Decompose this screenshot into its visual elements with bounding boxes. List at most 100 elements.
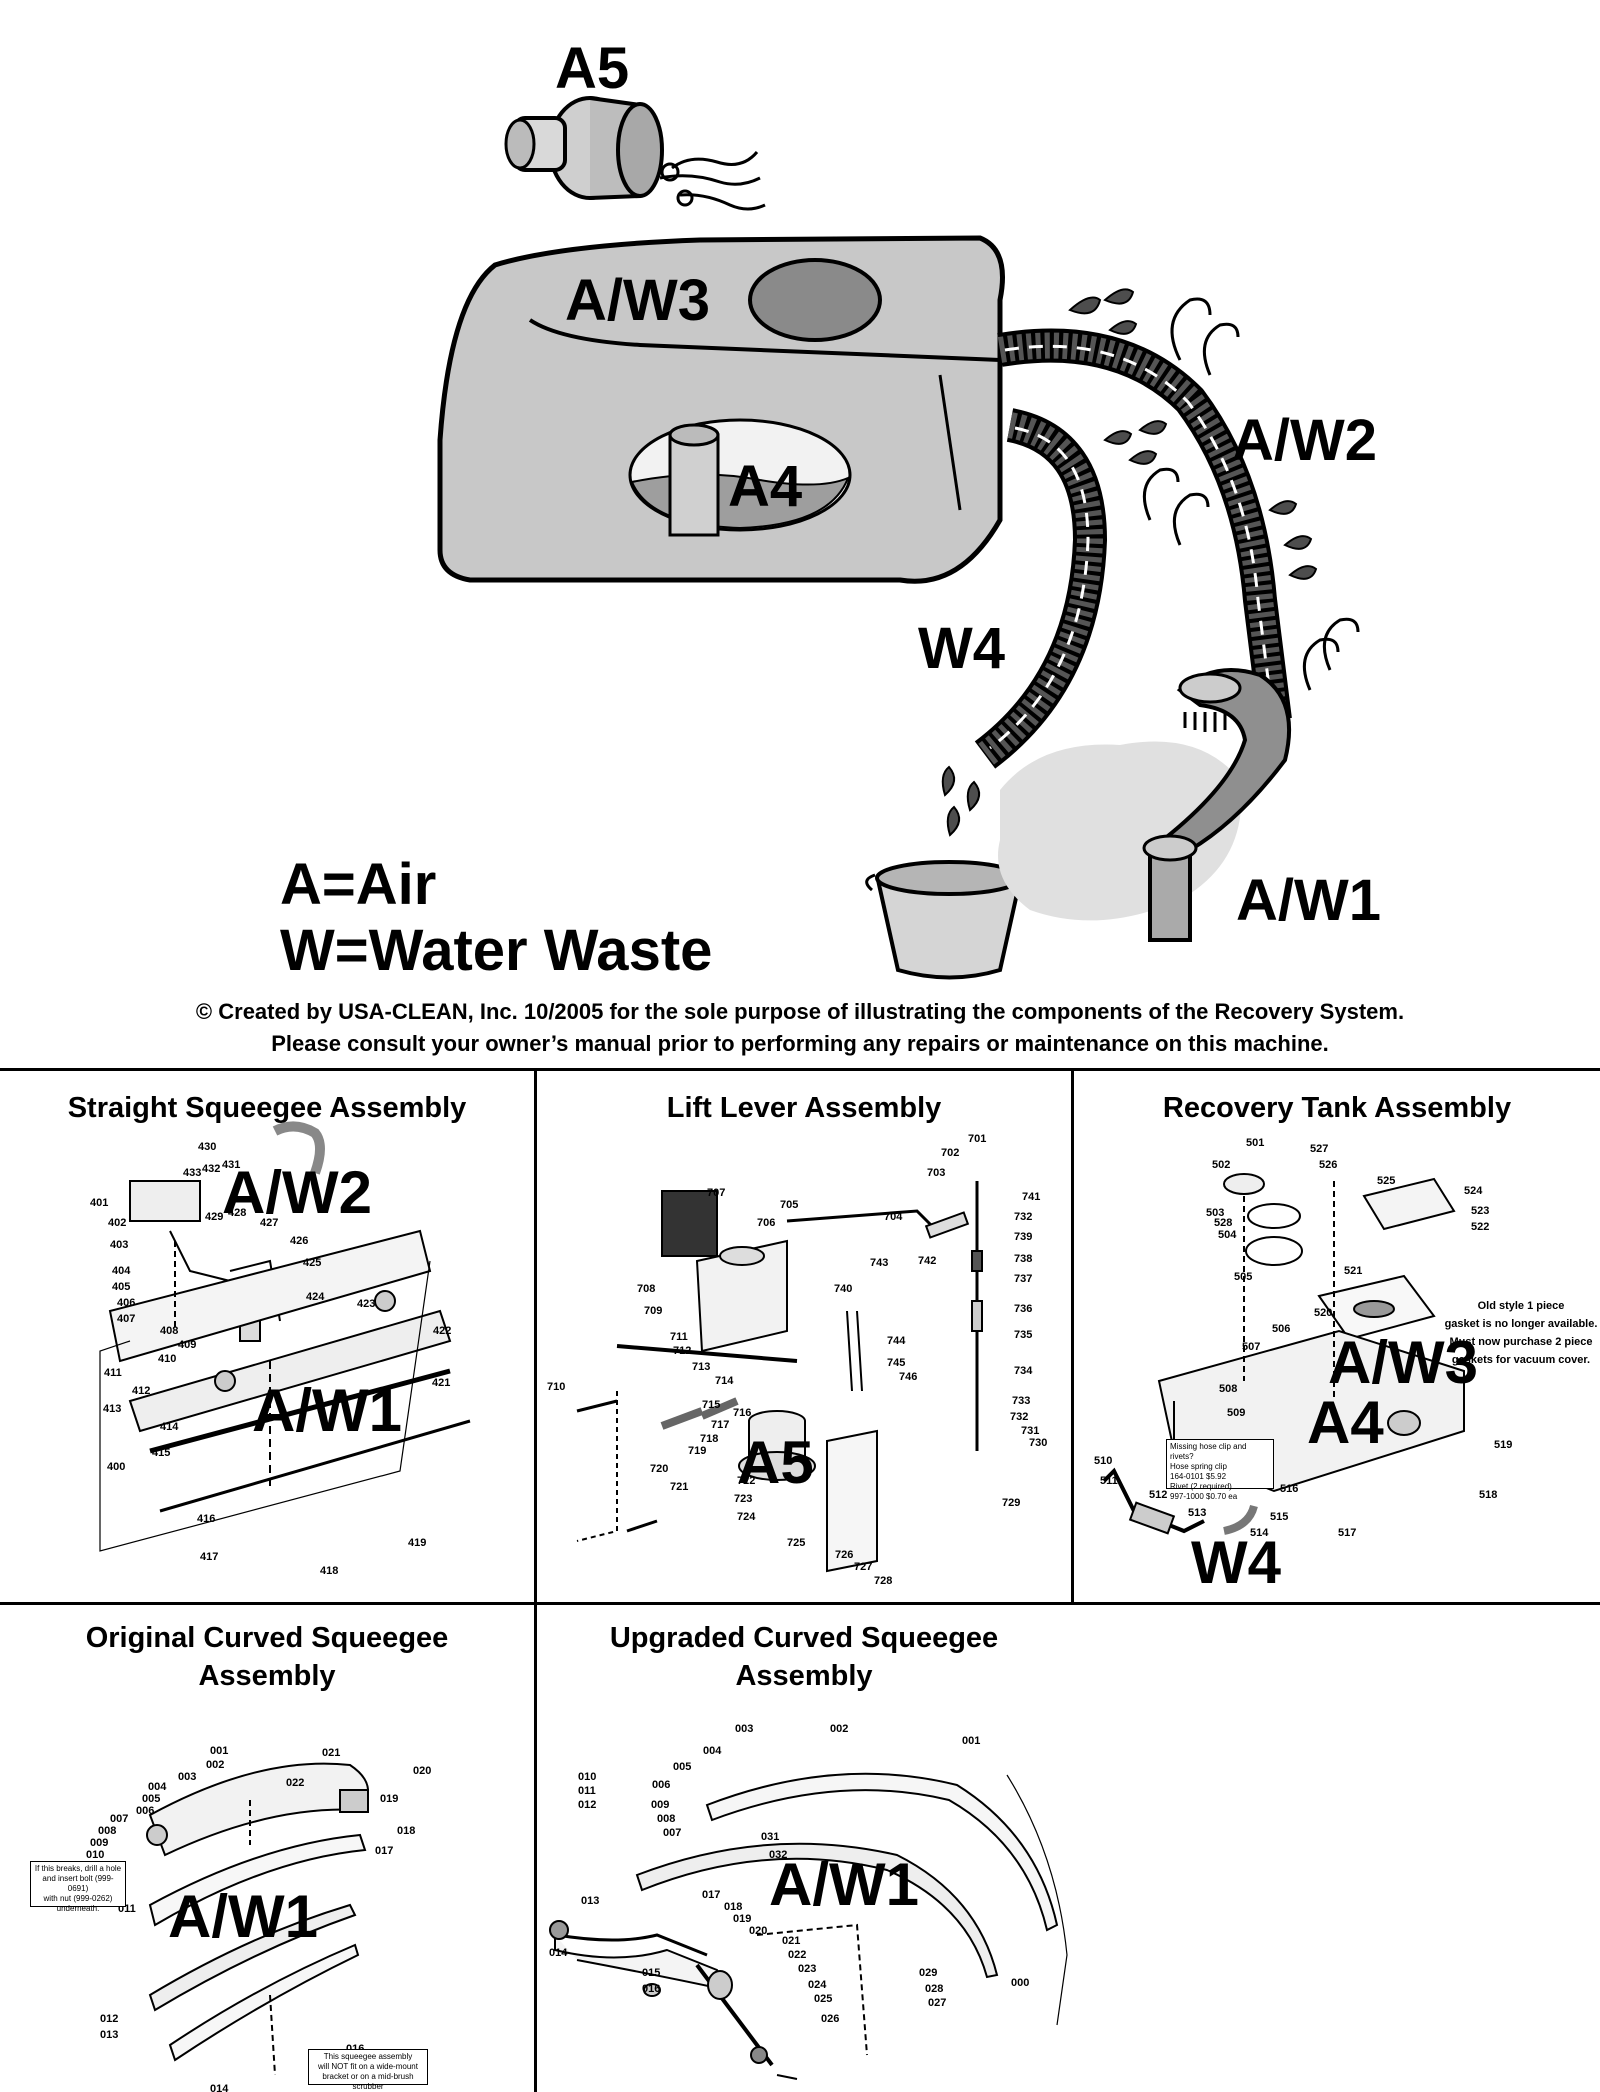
gasket-note: Old style 1 piece gasket is no longer av… xyxy=(1442,1297,1600,1369)
callout: 029 xyxy=(919,1967,938,1979)
callout: 418 xyxy=(320,1565,339,1577)
callout: 733 xyxy=(1012,1395,1031,1407)
callout: 431 xyxy=(222,1159,241,1171)
callout: 712 xyxy=(673,1345,692,1357)
callout: 031 xyxy=(761,1831,780,1843)
callout: 724 xyxy=(737,1511,756,1523)
callout: 725 xyxy=(787,1537,806,1549)
callout: 417 xyxy=(200,1551,219,1563)
panel-lift-lever: Lift Lever Assembly xyxy=(537,1071,1071,1602)
callout: 519 xyxy=(1494,1439,1513,1451)
callout: 011 xyxy=(578,1785,596,1797)
callout: 423 xyxy=(357,1298,376,1310)
fitment-note: This squeegee assembly will NOT fit on a… xyxy=(308,2049,428,2091)
callout: 426 xyxy=(290,1235,309,1247)
callout: 003 xyxy=(735,1723,754,1735)
callout: 401 xyxy=(90,1197,109,1209)
drill-hole-note: If this breaks, drill a hole and insert … xyxy=(30,1861,126,1913)
callout: 719 xyxy=(688,1445,707,1457)
callout: 740 xyxy=(834,1283,853,1295)
callout: 735 xyxy=(1014,1329,1033,1341)
callout: 000 xyxy=(1011,1977,1030,1989)
callout: 716 xyxy=(733,1407,752,1419)
label-a4: A4 xyxy=(728,454,803,519)
callout: 526 xyxy=(1319,1159,1338,1171)
callout: 746 xyxy=(899,1371,918,1383)
panel-label-aw2: A/W2 xyxy=(222,1159,372,1226)
panel-label-w4: W4 xyxy=(1191,1529,1281,1596)
note-line: Hose spring clip xyxy=(1170,1462,1227,1471)
callout: 019 xyxy=(380,1793,399,1805)
callout: 027 xyxy=(928,1997,947,2009)
note-line: Rivet (2 required) xyxy=(1170,1482,1232,1491)
callout: 723 xyxy=(734,1493,753,1505)
callout: 021 xyxy=(782,1935,801,1947)
legend-water: W=Water Waste xyxy=(280,918,713,983)
callout: 019 xyxy=(733,1913,752,1925)
callout: 722 xyxy=(737,1475,756,1487)
callout: 419 xyxy=(408,1537,427,1549)
panel-straight-squeegee: Straight Squeegee Assembly A/W2 A/W1 4 xyxy=(0,1071,534,1602)
callout: 028 xyxy=(925,1983,944,1995)
panel-title: Recovery Tank Assembly xyxy=(1162,1092,1512,1124)
callout: 004 xyxy=(148,1781,167,1793)
callout: 425 xyxy=(303,1257,322,1269)
callout: 503 xyxy=(1206,1207,1225,1219)
note-line: Must now purchase 2 piece xyxy=(1449,1336,1593,1348)
callout: 708 xyxy=(637,1283,656,1295)
callout: 405 xyxy=(112,1281,131,1293)
callout: 505 xyxy=(1234,1271,1253,1283)
callout: 527 xyxy=(1310,1143,1329,1155)
callout: 509 xyxy=(1227,1407,1246,1419)
legend: A=Air W=Water Waste xyxy=(280,852,712,984)
squeegee-aw1 xyxy=(1142,668,1292,942)
straight-squeegee-drawing xyxy=(99,1121,471,1552)
note-line: gaskets for vacuum cover. xyxy=(1451,1354,1591,1366)
note-line: and insert bolt (999-0691) xyxy=(42,1874,114,1893)
callout: 524 xyxy=(1464,1185,1483,1197)
callout: 510 xyxy=(1094,1455,1113,1467)
callout: 515 xyxy=(1270,1511,1289,1523)
panel-title-line-2: Assembly xyxy=(735,1660,873,1692)
callout: 012 xyxy=(100,2013,119,2025)
callout: 745 xyxy=(887,1357,906,1369)
panel-title-line-2: Assembly xyxy=(198,1660,336,1692)
hose-aw2 xyxy=(997,328,1292,723)
caption-line-2: Please consult your owner’s manual prior… xyxy=(271,1031,1329,1056)
callout: 514 xyxy=(1250,1527,1269,1539)
callout: 703 xyxy=(927,1167,946,1179)
callout: 002 xyxy=(830,1723,849,1735)
callout: 018 xyxy=(397,1825,416,1837)
air-swirls-a5 xyxy=(659,150,766,211)
note-line: will NOT fit on a wide-mount xyxy=(318,2062,418,2071)
callout: 006 xyxy=(136,1805,155,1817)
label-aw3: A/W3 xyxy=(565,268,710,333)
grid-divider-h xyxy=(0,1602,1600,1605)
callout: 732 xyxy=(1010,1411,1029,1423)
note-line: bracket or on a mid-brush scrubber xyxy=(322,2072,414,2091)
callout: 732 xyxy=(1014,1211,1033,1223)
callout: 706 xyxy=(757,1217,776,1229)
water-drops xyxy=(941,288,1318,837)
panel-title-line-1: Upgraded Curved Squeegee xyxy=(609,1622,999,1654)
parts-grid: Straight Squeegee Assembly A/W2 A/W1 4 xyxy=(0,1068,1600,2092)
callout: 023 xyxy=(798,1963,817,1975)
callout: 511 xyxy=(1100,1475,1118,1487)
callout: 501 xyxy=(1246,1137,1265,1149)
callout: 402 xyxy=(108,1217,127,1229)
callout: 744 xyxy=(887,1335,906,1347)
callout: 022 xyxy=(286,1777,305,1789)
callout: 400 xyxy=(107,1461,126,1473)
callout: 406 xyxy=(117,1297,136,1309)
callout: 743 xyxy=(870,1257,889,1269)
callout: 412 xyxy=(132,1385,151,1397)
callout: 528 xyxy=(1214,1217,1233,1229)
air-swirls-hose xyxy=(1142,297,1360,691)
panel-recovery-tank: Recovery Tank Assembly A/W3 A4 W4 xyxy=(1074,1071,1600,1602)
callout: 427 xyxy=(260,1217,279,1229)
callout: 003 xyxy=(178,1771,197,1783)
panel-upgraded-curved-squeegee: Upgraded Curved Squeegee Assembly A/W1 0… xyxy=(537,1605,1071,2092)
callout: 006 xyxy=(652,1779,671,1791)
callout: 728 xyxy=(874,1575,893,1587)
callout: 504 xyxy=(1218,1229,1237,1241)
